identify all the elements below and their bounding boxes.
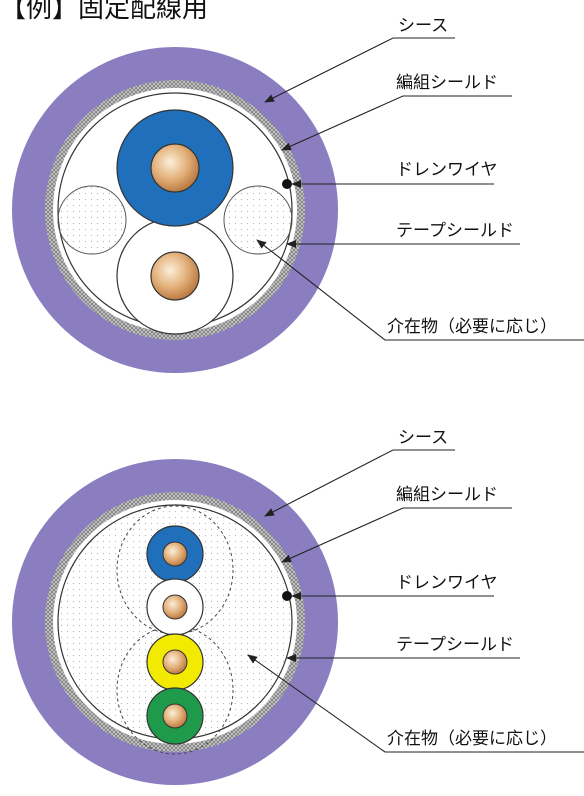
bottom-conductor-green-core [162, 703, 188, 729]
bottom-cable-diagram: シース 編組シールド ドレンワイヤ テープシールド 介在物（必要に応じ） [12, 428, 584, 785]
bottom-label-filler: 介在物（必要に応じ） [387, 729, 557, 749]
bottom-conductor-white-core [162, 594, 188, 620]
bottom-leader-filler [247, 654, 584, 753]
bottom-label-drain-wire: ドレンワイヤ [396, 573, 498, 593]
bottom-pair-outline-lower [116, 625, 234, 755]
bottom-label-sheath: シース [398, 428, 448, 448]
page-title: 【例】固定配線用 [0, 0, 209, 24]
top-label-sheath: シース [398, 16, 448, 36]
top-label-filler: 介在物（必要に応じ） [387, 317, 557, 337]
bottom-label-tape-shield: テープシールド [396, 635, 514, 655]
top-leader-filler [256, 239, 584, 341]
top-leader-sheath [264, 37, 455, 103]
bottom-label-braid-shield: 編組シールド [396, 485, 498, 505]
top-conductor-blue-core [150, 143, 200, 193]
bottom-conductor-yellow-core [162, 649, 188, 675]
bottom-leader-braid [281, 507, 512, 563]
top-label-braid-shield: 編組シールド [396, 73, 498, 93]
bottom-conductor-blue-core [162, 541, 188, 567]
top-drain-wire [282, 179, 292, 189]
bottom-drain-wire [282, 591, 292, 601]
top-label-drain-wire: ドレンワイヤ [396, 160, 498, 180]
top-conductor-white-core [150, 251, 200, 301]
top-filler-right [223, 185, 293, 255]
top-cable-diagram: シース 編組シールド ドレンワイヤ テープシールド 介在物（必要に応じ） [12, 16, 584, 373]
top-label-tape-shield: テープシールド [396, 221, 514, 241]
bottom-pair-outline-upper [116, 505, 234, 635]
top-filler-left [57, 185, 127, 255]
bottom-leader-sheath [264, 449, 455, 517]
top-leader-braid [281, 95, 512, 151]
